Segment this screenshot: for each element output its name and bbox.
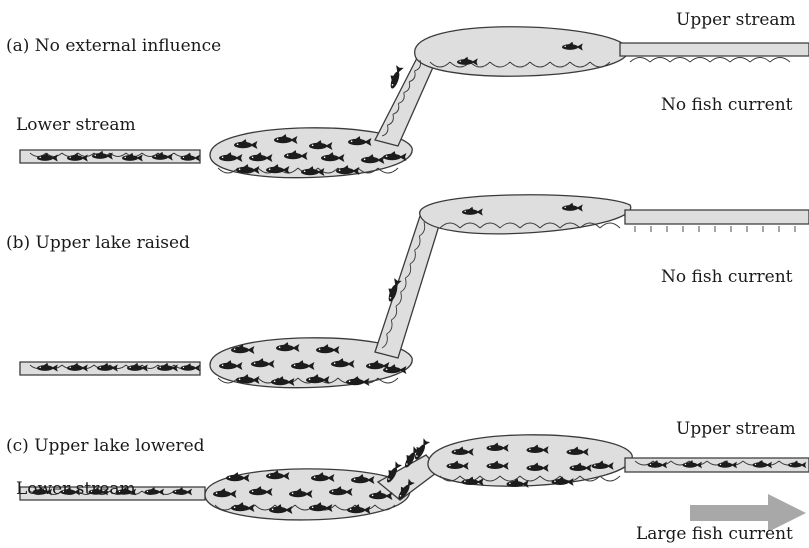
panel-a-lower-stream-label: Lower stream	[16, 115, 136, 135]
panel-c-lower-stream-label: Lower stream	[16, 479, 136, 499]
panel-a-channel	[375, 56, 438, 146]
panel-b-upper-stream-ticks	[635, 226, 795, 232]
panel-a-upper-lake	[415, 27, 629, 76]
panel-b-upper-stream	[625, 210, 809, 224]
panel-a-upper-stream-label: Upper stream	[676, 10, 796, 30]
panel-b-upper-lake	[420, 195, 631, 234]
panel-c-upper-stream-label: Upper stream	[676, 419, 796, 439]
panel-a-fish-21	[386, 64, 403, 89]
panel-b-title: (b) Upper lake raised	[6, 233, 190, 253]
panel-c-title: (c) Upper lake lowered	[6, 436, 205, 456]
panel-a-upper-stream-waves	[630, 58, 790, 63]
panel-a-upper-stream	[620, 43, 809, 56]
panel-b-drawing	[20, 195, 809, 388]
panel-b-channel	[375, 216, 442, 358]
panel-a-current-label: No fish current	[661, 95, 793, 115]
panel-c-upper-lake	[428, 435, 632, 486]
panel-c-current-label: Large fish current	[636, 524, 793, 544]
panel-a-title: (a) No external influence	[6, 36, 221, 56]
panel-b-current-label: No fish current	[661, 267, 793, 287]
